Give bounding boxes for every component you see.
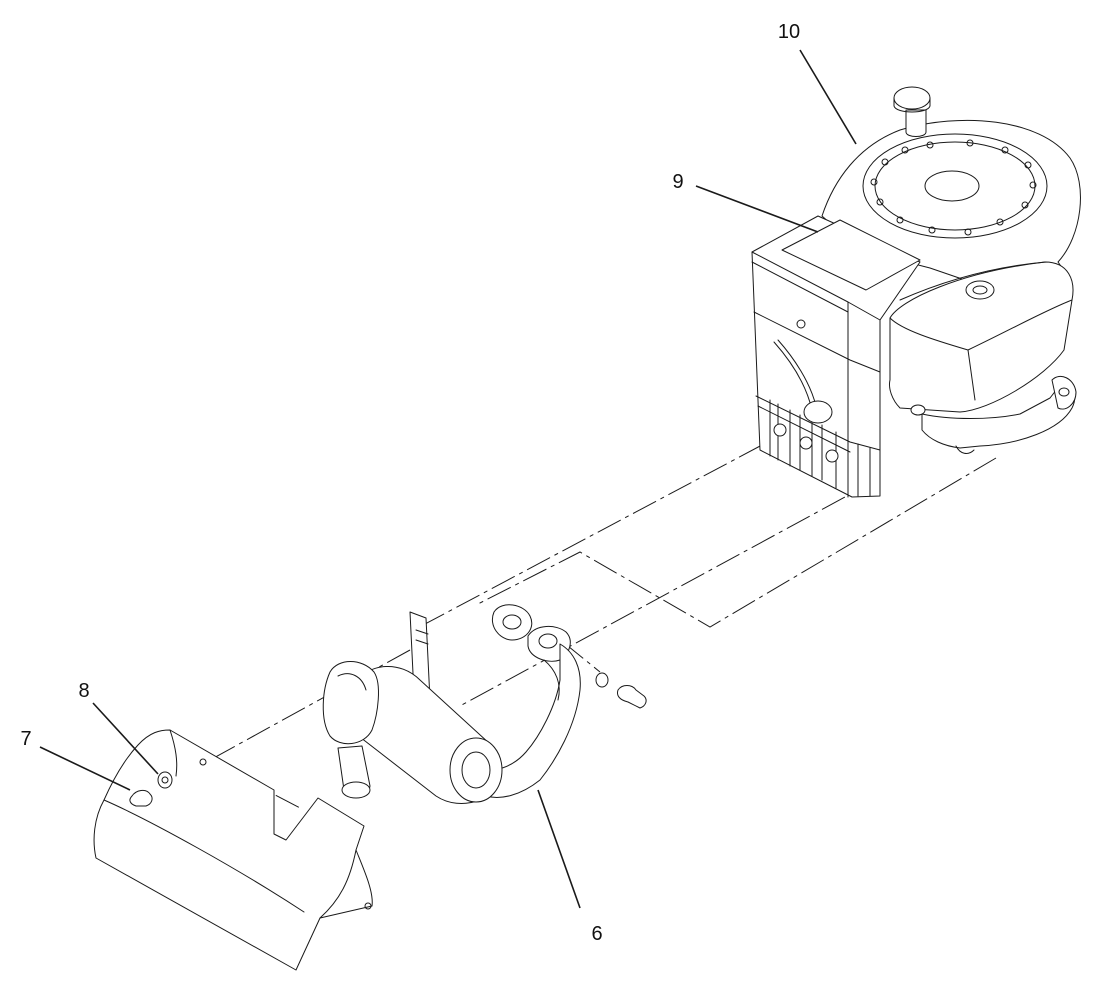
engine-assembly: [751, 86, 1081, 498]
callout-7: 7: [20, 728, 31, 750]
muffler-guard: [93, 729, 373, 971]
callout-leaders: [39, 49, 857, 909]
exhaust-assembly: [322, 604, 647, 804]
callout-10: 10: [778, 21, 800, 43]
leader-9: [695, 185, 819, 233]
leader-6: [537, 789, 581, 909]
callout-6: 6: [591, 923, 602, 945]
callout-9: 9: [672, 171, 683, 193]
leader-8: [92, 702, 159, 775]
leader-10: [799, 49, 857, 145]
leader-7: [39, 746, 131, 791]
callout-8: 8: [78, 680, 89, 702]
flywheel-screen-holes: [870, 139, 1037, 236]
assembly-center-lines: [204, 444, 997, 809]
